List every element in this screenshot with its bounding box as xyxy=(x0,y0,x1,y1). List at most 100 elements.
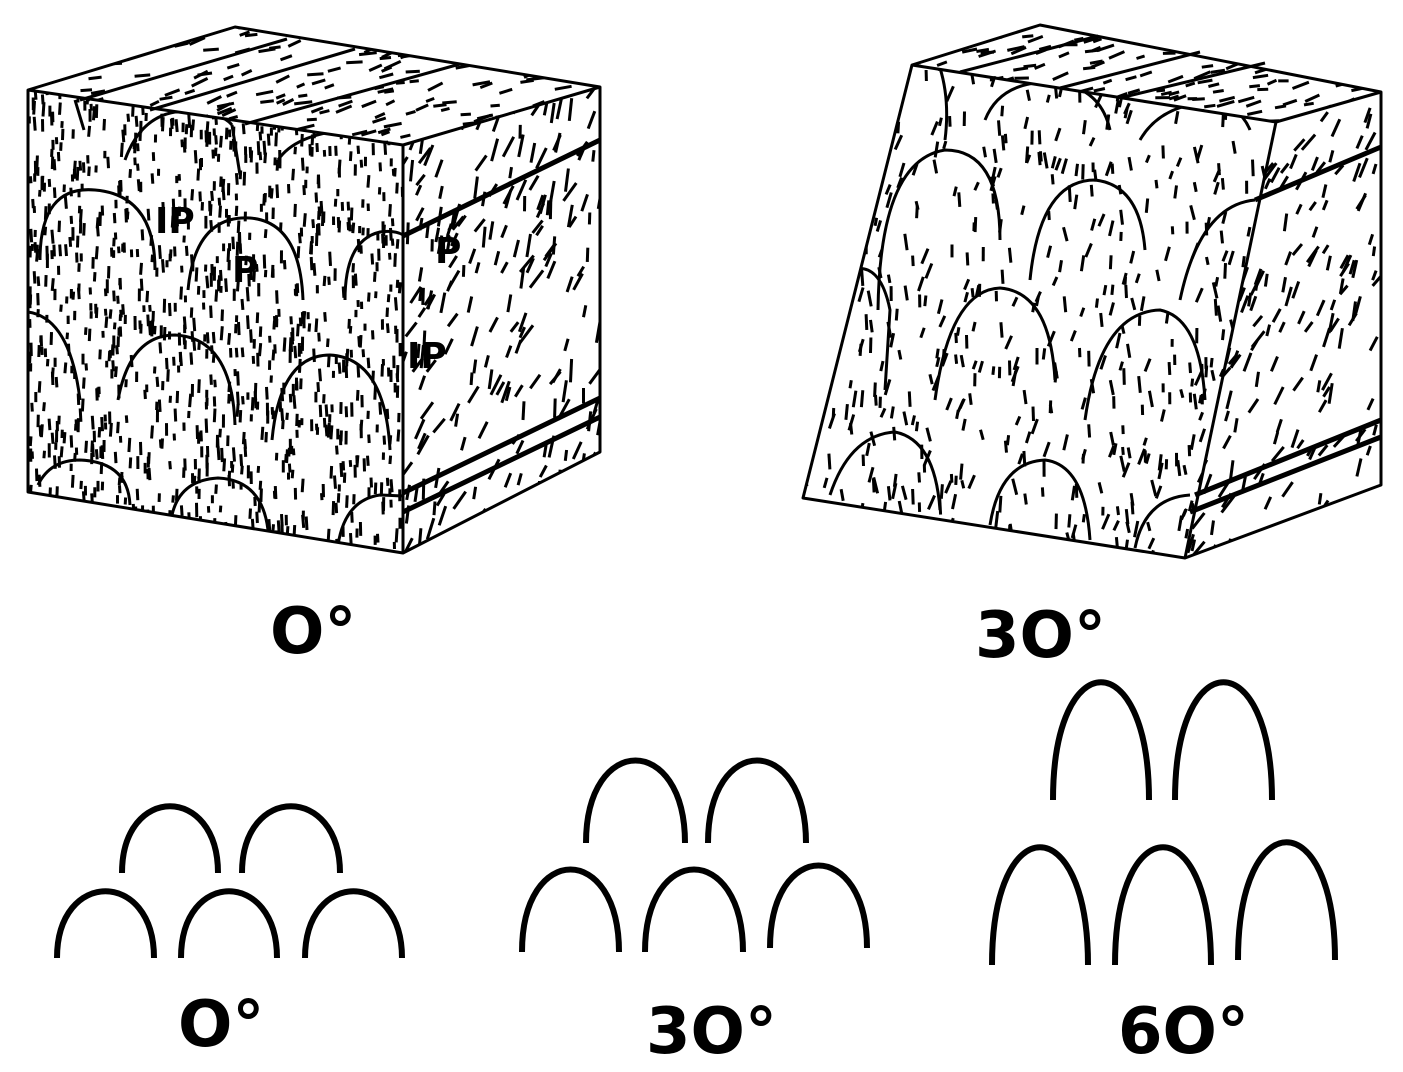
texture-dash xyxy=(1154,485,1163,499)
texture-dash xyxy=(923,295,928,307)
texture-dash xyxy=(348,459,353,468)
texture-dash xyxy=(253,398,258,409)
texture-dash xyxy=(858,343,863,357)
texture-dash xyxy=(1003,133,1008,144)
texture-dash xyxy=(147,467,152,481)
texture-dash xyxy=(1023,493,1028,505)
texture-dash xyxy=(95,217,100,229)
texture-dash xyxy=(396,90,401,101)
texture-dash xyxy=(1108,50,1125,60)
texture-dash xyxy=(331,501,336,516)
texture-dash xyxy=(1240,52,1252,59)
texture-dash xyxy=(1275,418,1283,433)
texture-dash xyxy=(1168,94,1180,101)
texture-dash xyxy=(894,70,900,79)
texture-dash xyxy=(369,112,373,127)
texture-dash xyxy=(857,287,865,303)
texture-dash xyxy=(1281,481,1294,498)
texture-dash xyxy=(1042,441,1051,458)
texture-dash xyxy=(1351,259,1359,279)
texture-dash xyxy=(1313,54,1332,62)
texture-dash xyxy=(528,269,545,289)
texture-dash xyxy=(271,90,276,98)
texture-dash xyxy=(224,278,228,292)
texture-dash xyxy=(393,90,397,99)
texture-dash xyxy=(915,69,924,75)
texture-dash xyxy=(1104,161,1113,177)
texture-dash xyxy=(953,83,972,92)
texture-dash xyxy=(1109,25,1120,30)
texture-dash xyxy=(1290,429,1300,449)
texture-dash xyxy=(1322,386,1331,398)
texture-dash xyxy=(298,93,308,98)
texture-dash xyxy=(75,166,80,181)
texture-dash xyxy=(1355,428,1367,443)
texture-dash xyxy=(204,418,209,433)
texture-dash xyxy=(65,332,69,340)
texture-dash xyxy=(1222,277,1230,290)
texture-dash xyxy=(139,278,144,291)
texture-dash xyxy=(935,348,940,359)
texture-dash xyxy=(1291,49,1301,53)
texture-dash xyxy=(820,335,827,346)
texture-dash xyxy=(535,202,546,219)
texture-dash xyxy=(451,536,461,553)
texture-dash xyxy=(910,415,916,426)
texture-dash xyxy=(1327,382,1334,404)
texture-dash xyxy=(134,73,151,78)
texture-dash xyxy=(529,142,537,163)
texture-dash xyxy=(351,222,356,234)
texture-dash xyxy=(932,84,941,89)
texture-dash xyxy=(1003,440,1008,453)
texture-dash xyxy=(348,325,353,334)
texture-dash xyxy=(580,473,586,495)
texture-dash xyxy=(1038,553,1044,558)
texture-dash xyxy=(197,71,213,77)
texture-dash xyxy=(452,540,459,553)
texture-dash xyxy=(115,345,119,355)
block-30-front-arches xyxy=(828,67,1256,549)
texture-dash xyxy=(1189,205,1196,221)
texture-dash xyxy=(930,121,939,136)
texture-dash xyxy=(1219,95,1236,103)
texture-dash xyxy=(879,360,885,372)
texture-dash xyxy=(147,452,151,465)
texture-dash xyxy=(360,129,377,137)
texture-dash xyxy=(234,172,239,185)
texture-dash xyxy=(873,382,877,397)
texture-dash xyxy=(1348,259,1356,275)
texture-dash xyxy=(291,448,296,456)
texture-dash xyxy=(857,149,863,160)
texture-dash xyxy=(58,244,62,257)
texture-dash xyxy=(1320,532,1328,545)
texture-dash xyxy=(409,79,419,84)
texture-dash xyxy=(117,37,130,45)
texture-dash xyxy=(561,537,572,553)
texture-dash xyxy=(1137,33,1150,41)
texture-dash xyxy=(1272,57,1290,62)
texture-dash xyxy=(1315,44,1332,52)
texture-dash xyxy=(491,111,502,132)
texture-dash xyxy=(295,413,299,427)
texture-dash xyxy=(37,381,42,393)
texture-dash xyxy=(1060,158,1068,175)
texture-dash xyxy=(841,268,845,285)
texture-dash xyxy=(88,75,102,81)
texture-dash xyxy=(189,307,194,318)
texture-dash xyxy=(379,56,392,61)
texture-dash xyxy=(571,441,583,460)
texture-dash xyxy=(110,344,115,356)
texture-dash xyxy=(209,305,213,318)
texture-dash xyxy=(807,513,812,531)
texture-dash xyxy=(275,290,279,304)
texture-dash xyxy=(180,139,184,148)
texture-dash xyxy=(366,357,371,369)
texture-dash xyxy=(1213,181,1220,195)
texture-dash xyxy=(1249,50,1265,58)
texture-dash xyxy=(1325,39,1338,48)
texture-dash xyxy=(275,93,286,100)
texture-dash xyxy=(827,453,832,470)
texture-dash xyxy=(318,368,322,382)
texture-dash xyxy=(473,30,491,39)
